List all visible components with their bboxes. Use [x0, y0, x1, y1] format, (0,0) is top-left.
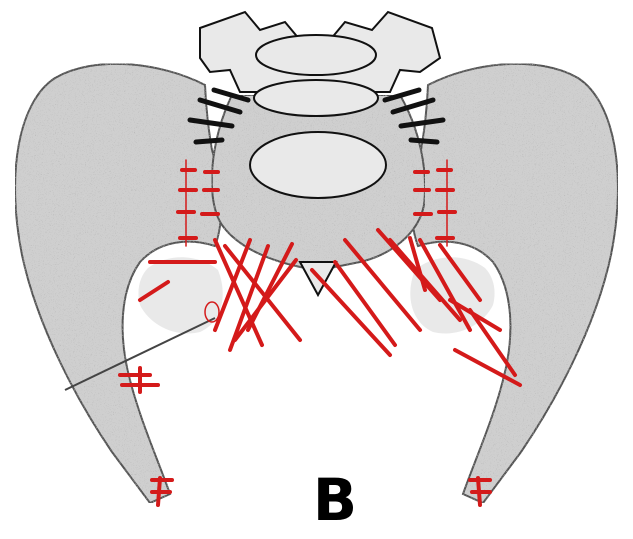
sacral-promontory [250, 132, 386, 198]
vertebral-body-upper [254, 80, 378, 116]
vertebral-body-top [256, 35, 376, 75]
panel-label: B [300, 470, 370, 530]
